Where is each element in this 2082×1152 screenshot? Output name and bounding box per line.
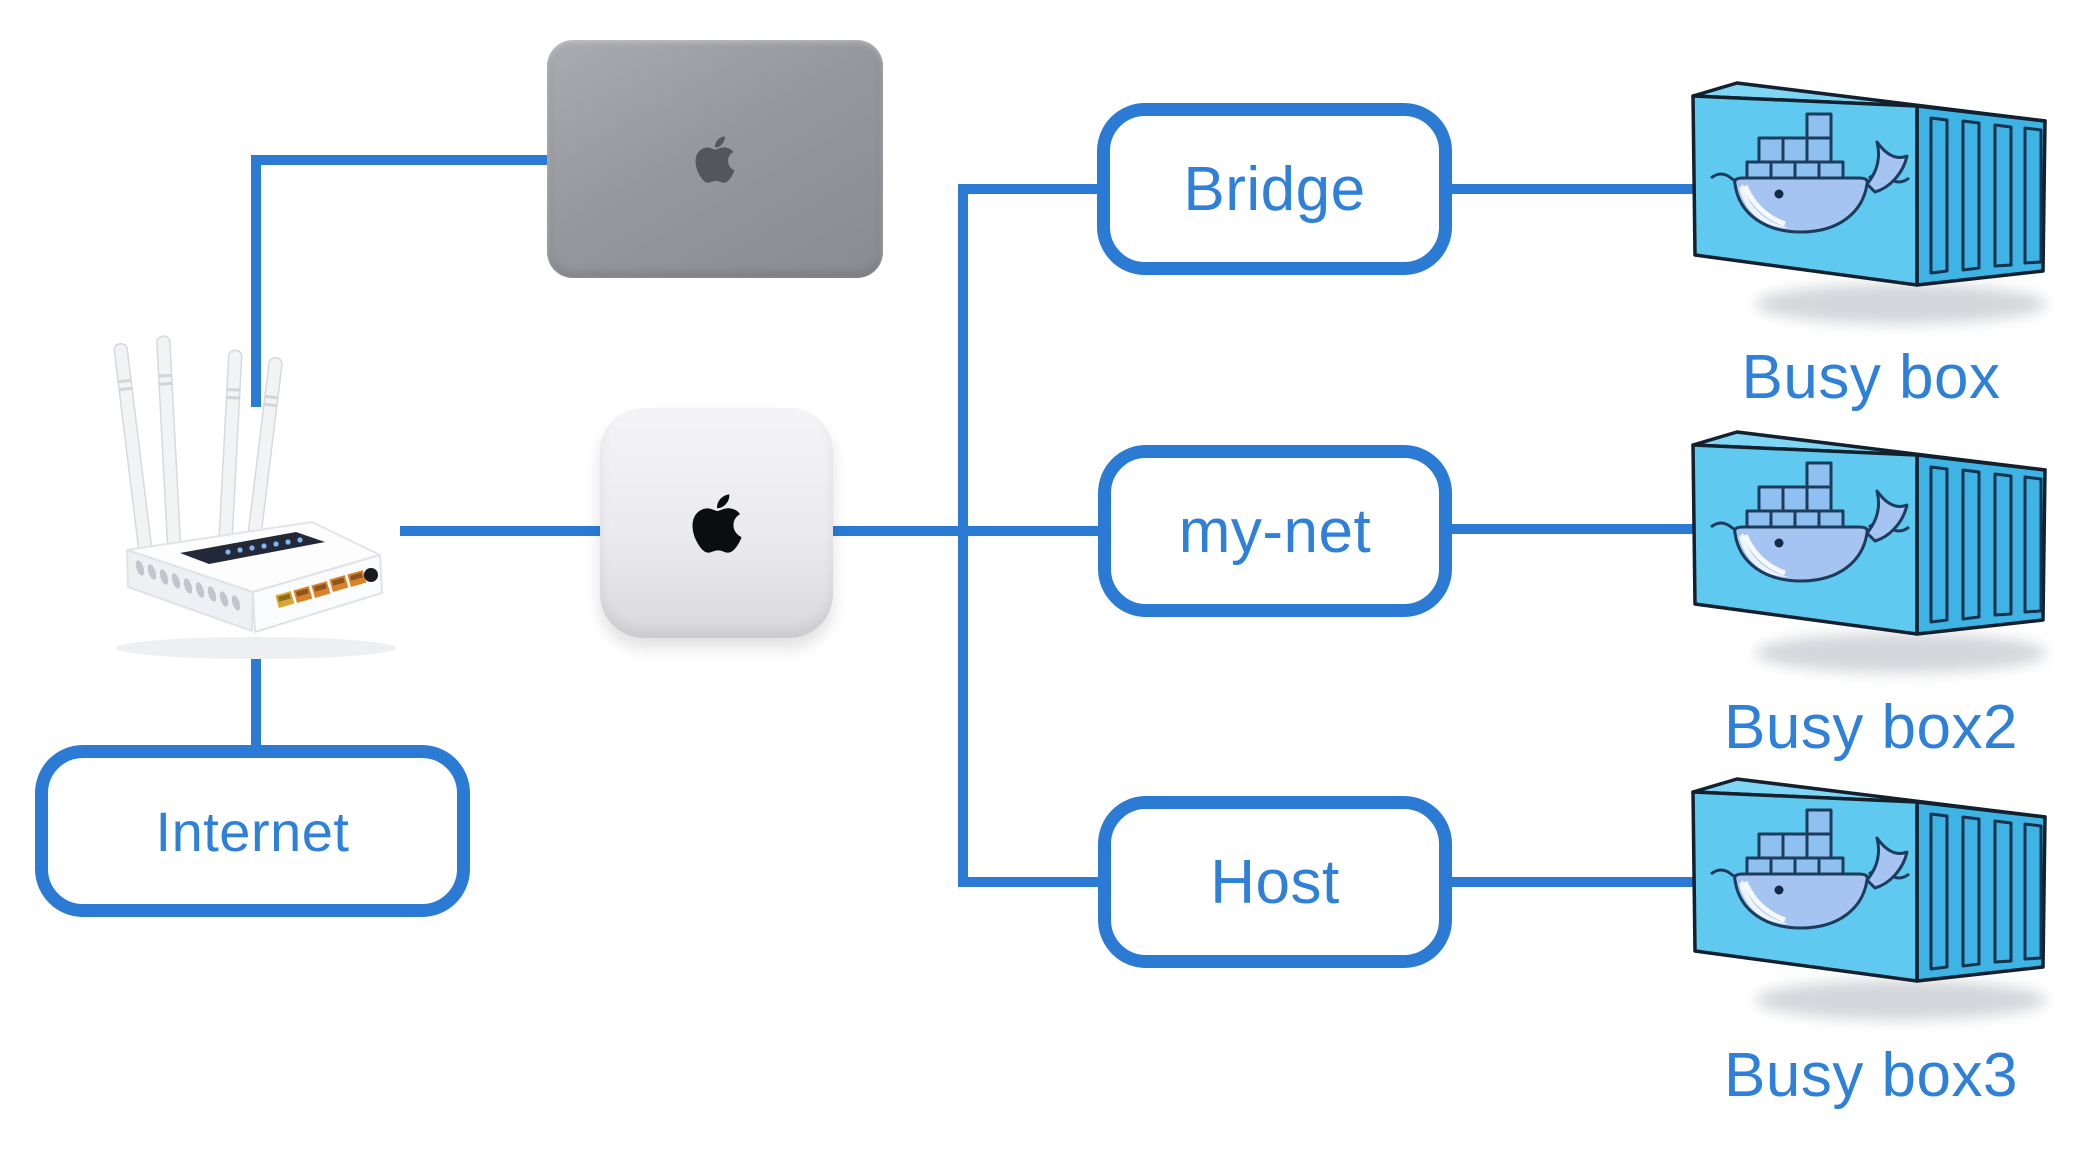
node-internet-label: Internet [155, 799, 350, 863]
docker-container-icon [1693, 80, 2049, 335]
container-label: Busy box3 [1723, 1041, 2018, 1110]
wire-router-to-macbook-horizontal [251, 155, 547, 165]
wire-router-to-macmini [400, 526, 600, 536]
mac-mini-icon [600, 408, 833, 638]
apple-logo-icon [692, 493, 742, 553]
apple-logo-icon [695, 135, 735, 183]
node-bridge-label: Bridge [1183, 154, 1366, 224]
wire-trunk-vertical [958, 184, 968, 887]
wire-router-to-macbook-vertical [251, 155, 261, 407]
wire-mynet-to-container [1452, 524, 1693, 534]
node-host-label: Host [1210, 847, 1340, 917]
container-label: Busy box [1741, 343, 2001, 412]
macbook-lid-icon [547, 40, 883, 278]
wire-bridge-to-container [1452, 184, 1693, 194]
wifi-router-icon [78, 332, 423, 667]
node-host: Host [1098, 796, 1452, 968]
docker-container-icon [1693, 429, 2049, 684]
wire-router-to-internet [251, 650, 261, 745]
wire-trunk-to-host [958, 877, 1098, 887]
node-bridge: Bridge [1097, 103, 1452, 275]
docker-container-icon [1693, 776, 2049, 1031]
node-internet: Internet [35, 745, 470, 917]
node-my-net-label: my-net [1178, 496, 1372, 566]
wire-trunk-to-bridge [958, 184, 1098, 194]
wire-host-to-container [1452, 877, 1693, 887]
node-my-net: my-net [1098, 445, 1452, 617]
container-label: Busy box2 [1723, 693, 2018, 762]
